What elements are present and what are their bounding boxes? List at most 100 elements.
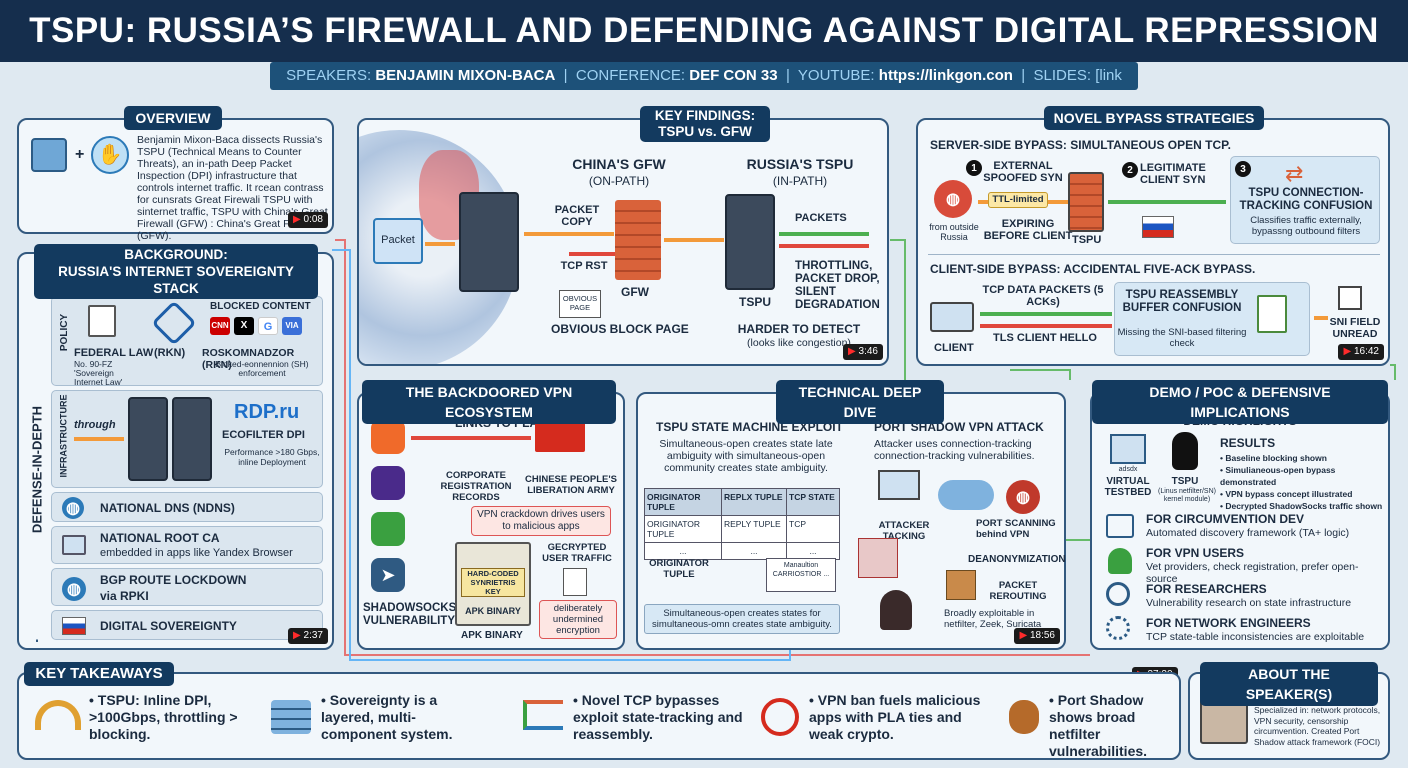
timestamp-badge[interactable]: ▶ 16:42 bbox=[1338, 344, 1384, 360]
document-icon bbox=[88, 305, 116, 337]
roskomnadzor-sub: Bloked-eonnennion (SH) enforcement bbox=[215, 359, 309, 378]
timestamp-badge[interactable]: ▶ 2:37 bbox=[288, 628, 328, 644]
policy-section: POLICY FEDERAL LAW No. 90-FZ 'Sovereign … bbox=[51, 296, 323, 387]
apk-binary-label-2: APK BINARY bbox=[461, 630, 523, 641]
gfw-sub: (ON-PATH) bbox=[588, 174, 650, 188]
tcp-rst-label: TCP RST bbox=[560, 260, 608, 272]
ecofilter-sub: Performance >180 Gbps, inline Deployment bbox=[224, 447, 320, 467]
speaker-info-bar: SPEAKERS: BENJAMIN MIXON-BACA | CONFEREN… bbox=[270, 62, 1138, 90]
x-logo: X bbox=[234, 317, 254, 335]
ttl-badge: TTL-limited bbox=[988, 192, 1048, 208]
digital-sovereignty-label: DIGITAL SOVEREIGNTY bbox=[100, 619, 237, 633]
network-globe-icon: ◍ bbox=[62, 577, 86, 601]
china-flag-icon bbox=[535, 420, 585, 452]
takeaways-panel: • TSPU: Inline DPI, >100Gbps, throttling… bbox=[17, 672, 1181, 760]
vpn-title: THE BACKDOORED VPN ECOSYSTEM bbox=[362, 380, 616, 424]
magnifier-icon bbox=[1106, 582, 1130, 606]
undermined-note: deliberately undermined encryption bbox=[539, 600, 617, 639]
results-item: • Decrypted ShadowSocks traffic shown bbox=[1220, 501, 1383, 511]
vpn-globe-icon: ◍ bbox=[1006, 480, 1040, 514]
timestamp-text: 2:37 bbox=[303, 630, 323, 641]
rdp-logo: RDP.ru bbox=[234, 401, 300, 423]
tspu-label: TSPU bbox=[1072, 234, 1102, 246]
root-ca-label: NATIONAL ROOT CA bbox=[100, 531, 220, 545]
bgp-sub: via RPKI bbox=[100, 589, 149, 603]
youtube-link[interactable]: https://linkgon.con bbox=[878, 67, 1013, 84]
demo-item-title: FOR RESEARCHERS bbox=[1146, 582, 1267, 596]
ecofilter-label: ECOFILTER DPI bbox=[222, 429, 305, 441]
sni-arrow bbox=[1314, 316, 1328, 320]
timestamp-badge[interactable]: ▶ 18:56 bbox=[1014, 628, 1060, 644]
speaker-title: ABOUT THE SPEAKER(S) bbox=[1200, 662, 1378, 706]
results-item-text: VPN bypass concept illustrated bbox=[1225, 489, 1353, 499]
speaker-bio: Specialized in: network protocols, VPN s… bbox=[1254, 705, 1381, 747]
dev-tools-icon bbox=[1106, 514, 1134, 538]
server-list-icon bbox=[858, 538, 898, 578]
digital-sovereignty-row: DIGITAL SOVEREIGNTY bbox=[51, 610, 323, 640]
client-label: CLIENT bbox=[934, 342, 974, 354]
packet-copy-label: PACKET COPY bbox=[554, 204, 600, 228]
timestamp-badge[interactable]: ▶ 0:08 bbox=[288, 212, 328, 228]
deepdive-title: TECHNICAL DEEP DIVE bbox=[776, 380, 944, 424]
speedometer-icon bbox=[35, 700, 81, 730]
tspu-sub: (IN-PATH) bbox=[772, 174, 828, 188]
defense-in-depth-label: DEFENSE-IN-DEPTH bbox=[29, 299, 45, 640]
findings-title: KEY FINDINGS: TSPU vs. GFW bbox=[640, 106, 770, 142]
through-label: through bbox=[74, 419, 116, 431]
slides-link[interactable]: SLIDES: [link bbox=[1033, 67, 1122, 84]
page-title: TSPU: RUSSIA’S FIREWALL AND DEFENDING AG… bbox=[0, 0, 1408, 62]
tspu-title: RUSSIA'S TSPU bbox=[746, 156, 854, 172]
state-text: Simultaneous-open creates state late amb… bbox=[659, 438, 833, 474]
vpn-panel: ➤ SHADOWSOCKS VULNERABILITY LINKS TO PLA… bbox=[357, 392, 625, 650]
background-panel: DEFENSE-IN-DEPTH POLICY FEDERAL LAW No. … bbox=[17, 252, 334, 650]
harder-label: HARDER TO DETECT bbox=[737, 322, 861, 336]
packets-drop-arrow bbox=[779, 244, 869, 248]
header-cell: TCP STATE bbox=[789, 492, 835, 502]
shadowsocks-icon: ➤ bbox=[371, 558, 405, 592]
laptop-icon bbox=[930, 302, 974, 332]
certificate-icon bbox=[62, 535, 86, 555]
decrypted-label: GECRYPTED USER TRAFFIC bbox=[542, 542, 612, 564]
google-logo: G bbox=[258, 317, 278, 335]
packet-icon: Packet bbox=[373, 218, 423, 264]
conference-label: CONFERENCE: bbox=[575, 67, 686, 84]
rkn-logo-icon bbox=[151, 300, 197, 346]
reassembly-title: TSPU REASSEMBLY BUFFER CONFUSION bbox=[1122, 289, 1242, 314]
vpn-app-icon-3 bbox=[371, 512, 405, 546]
table-row: ORIGINATOR TUPLE REPLY TUPLE TCP bbox=[645, 515, 839, 542]
gfw-label: GFW bbox=[621, 285, 649, 299]
table-cell: ... bbox=[809, 546, 817, 556]
policy-label: POLICY bbox=[59, 313, 71, 352]
package-icon bbox=[946, 570, 976, 600]
federal-law-label: FEDERAL LAW bbox=[74, 347, 154, 359]
timestamp-badge[interactable]: ▶ 3:46 bbox=[843, 344, 883, 360]
takeaway-item: • Sovereignty is a layered, multi-compon… bbox=[321, 692, 453, 742]
globe-icon: ◍ bbox=[934, 180, 972, 218]
hand-icon: ✋ bbox=[91, 136, 129, 174]
defense-in-depth-bar: DEFENSE-IN-DEPTH bbox=[27, 299, 49, 642]
packets-label: PACKETS bbox=[795, 212, 847, 224]
overview-text: Benjamin Mixon-Baca dissects Russia's TS… bbox=[137, 134, 328, 242]
linux-penguin-icon bbox=[1172, 432, 1198, 470]
demo-item-title: FOR VPN USERS bbox=[1146, 546, 1245, 560]
background-title: BACKGROUND: RUSSIA'S INTERNET SOVEREIGNT… bbox=[34, 244, 318, 299]
bypass-title: NOVEL BYPASS STRATEGIES bbox=[1044, 106, 1264, 130]
packet-copy-arrow bbox=[524, 232, 614, 236]
timestamp-text: 18:56 bbox=[1029, 630, 1055, 641]
packet-arrow bbox=[425, 242, 455, 246]
sni-label: SNI FIELD UNREAD bbox=[1329, 316, 1381, 340]
root-ca-row: NATIONAL ROOT CA embedded in apps like Y… bbox=[51, 526, 323, 564]
russia-flag-icon bbox=[1142, 216, 1174, 238]
timestamp-text: 0:08 bbox=[303, 214, 323, 225]
tcp-data-arrow bbox=[980, 312, 1112, 316]
step2-label: LEGITIMATE CLIENT SYN bbox=[1140, 162, 1206, 186]
layers-icon bbox=[271, 700, 311, 734]
confusion-icon: ⇄ bbox=[1285, 161, 1304, 186]
tls-arrow bbox=[980, 324, 1112, 328]
table-cell: ... bbox=[645, 543, 722, 559]
bgp-label: BGP ROUTE LOCKDOWN bbox=[100, 573, 247, 587]
sni-blocked-icon bbox=[1338, 286, 1362, 310]
from-outside-label: from outside Russia bbox=[929, 222, 979, 242]
step3-sub: Classifies traffic externally, bypassng … bbox=[1250, 215, 1362, 237]
bypass-panel: SERVER-SIDE BYPASS: SIMULTANEOUS OPEN TC… bbox=[916, 118, 1390, 366]
